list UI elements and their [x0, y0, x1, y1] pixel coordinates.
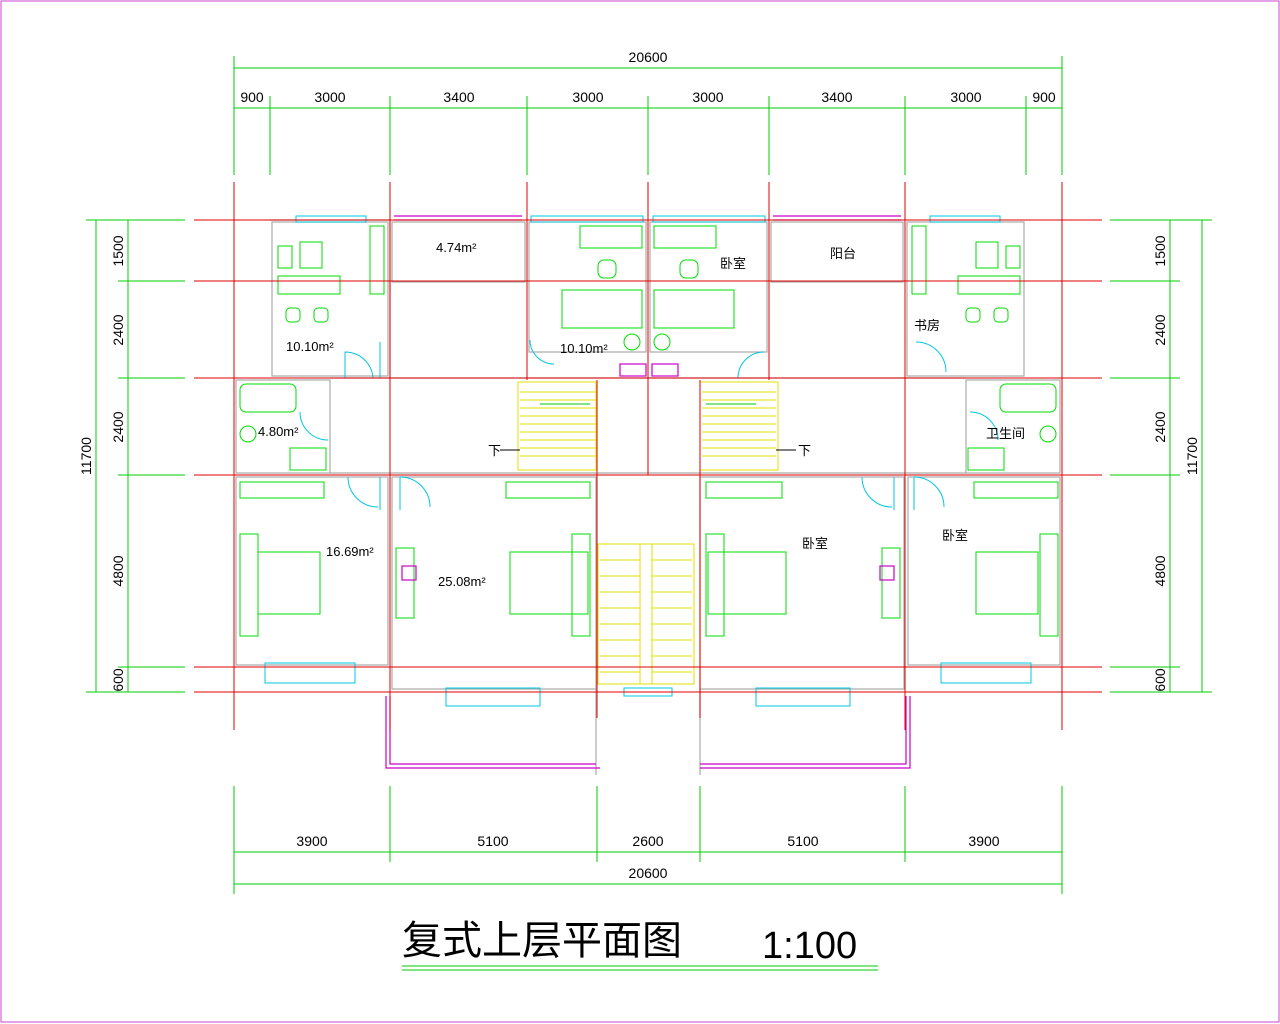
room-area-study-left: 10.10m²	[286, 339, 334, 354]
left-dim-5: 600	[110, 668, 126, 692]
stair-down-label-left: 下	[488, 443, 501, 458]
room-area-balcony-left: 4.74m²	[436, 240, 477, 255]
top-dim-5: 3000	[692, 89, 723, 105]
room-area-bedroom-left: 16.69m²	[326, 544, 374, 559]
drawing-title: 复式上层平面图	[402, 918, 682, 964]
room-label-bedroom-lower-center: 卧室	[802, 536, 828, 551]
top-dim-8: 900	[1032, 89, 1056, 105]
right-dim-1: 1500	[1152, 235, 1168, 266]
room-label-bathroom: 卫生间	[986, 426, 1025, 441]
top-dim-7: 3000	[950, 89, 981, 105]
top-dim-4: 3000	[572, 89, 603, 105]
bottom-dimension-lines	[233, 786, 1063, 894]
room-area-bedroom-upper: 10.10m²	[560, 341, 608, 356]
windows	[240, 215, 1056, 707]
stair-down-label-right: 下	[798, 443, 811, 458]
stairs	[500, 381, 796, 685]
doors	[299, 339, 999, 510]
bottom-dim-1: 3900	[296, 833, 327, 849]
top-overall-dim: 20600	[629, 49, 668, 65]
room-area-bathroom-left: 4.80m²	[258, 424, 299, 439]
top-dimension-lines	[233, 56, 1063, 175]
left-dim-1: 1500	[110, 235, 126, 266]
room-label-balcony: 阳台	[830, 246, 856, 261]
left-dim-4: 4800	[110, 555, 126, 586]
right-dim-4: 4800	[1152, 555, 1168, 586]
left-dim-2: 2400	[110, 314, 126, 345]
bottom-dim-2: 5100	[477, 833, 508, 849]
room-label-bedroom-lower-right: 卧室	[942, 528, 968, 543]
bottom-dim-5: 3900	[968, 833, 999, 849]
bottom-overall-dim: 20600	[629, 865, 668, 881]
right-overall-dim: 11700	[1184, 437, 1200, 475]
top-dim-2: 3000	[314, 89, 345, 105]
right-dim-2: 2400	[1152, 314, 1168, 345]
left-overall-dim: 11700	[78, 437, 94, 475]
right-dim-5: 600	[1152, 668, 1168, 692]
right-dim-3: 2400	[1152, 411, 1168, 442]
bottom-dim-3: 2600	[632, 833, 663, 849]
room-label-study: 书房	[914, 318, 940, 333]
top-dim-1: 900	[240, 89, 264, 105]
top-dim-6: 3400	[821, 89, 852, 105]
left-dim-3: 2400	[110, 411, 126, 442]
room-label-bedroom-upper: 卧室	[720, 256, 746, 271]
drawing-scale: 1:100	[762, 925, 857, 967]
furniture	[239, 225, 1059, 637]
room-area-master-bedroom: 25.08m²	[438, 574, 486, 589]
side-dimension-lines	[86, 219, 1212, 693]
top-dim-3: 3400	[443, 89, 474, 105]
axis-lines	[194, 182, 1102, 730]
bottom-dim-4: 5100	[787, 833, 818, 849]
